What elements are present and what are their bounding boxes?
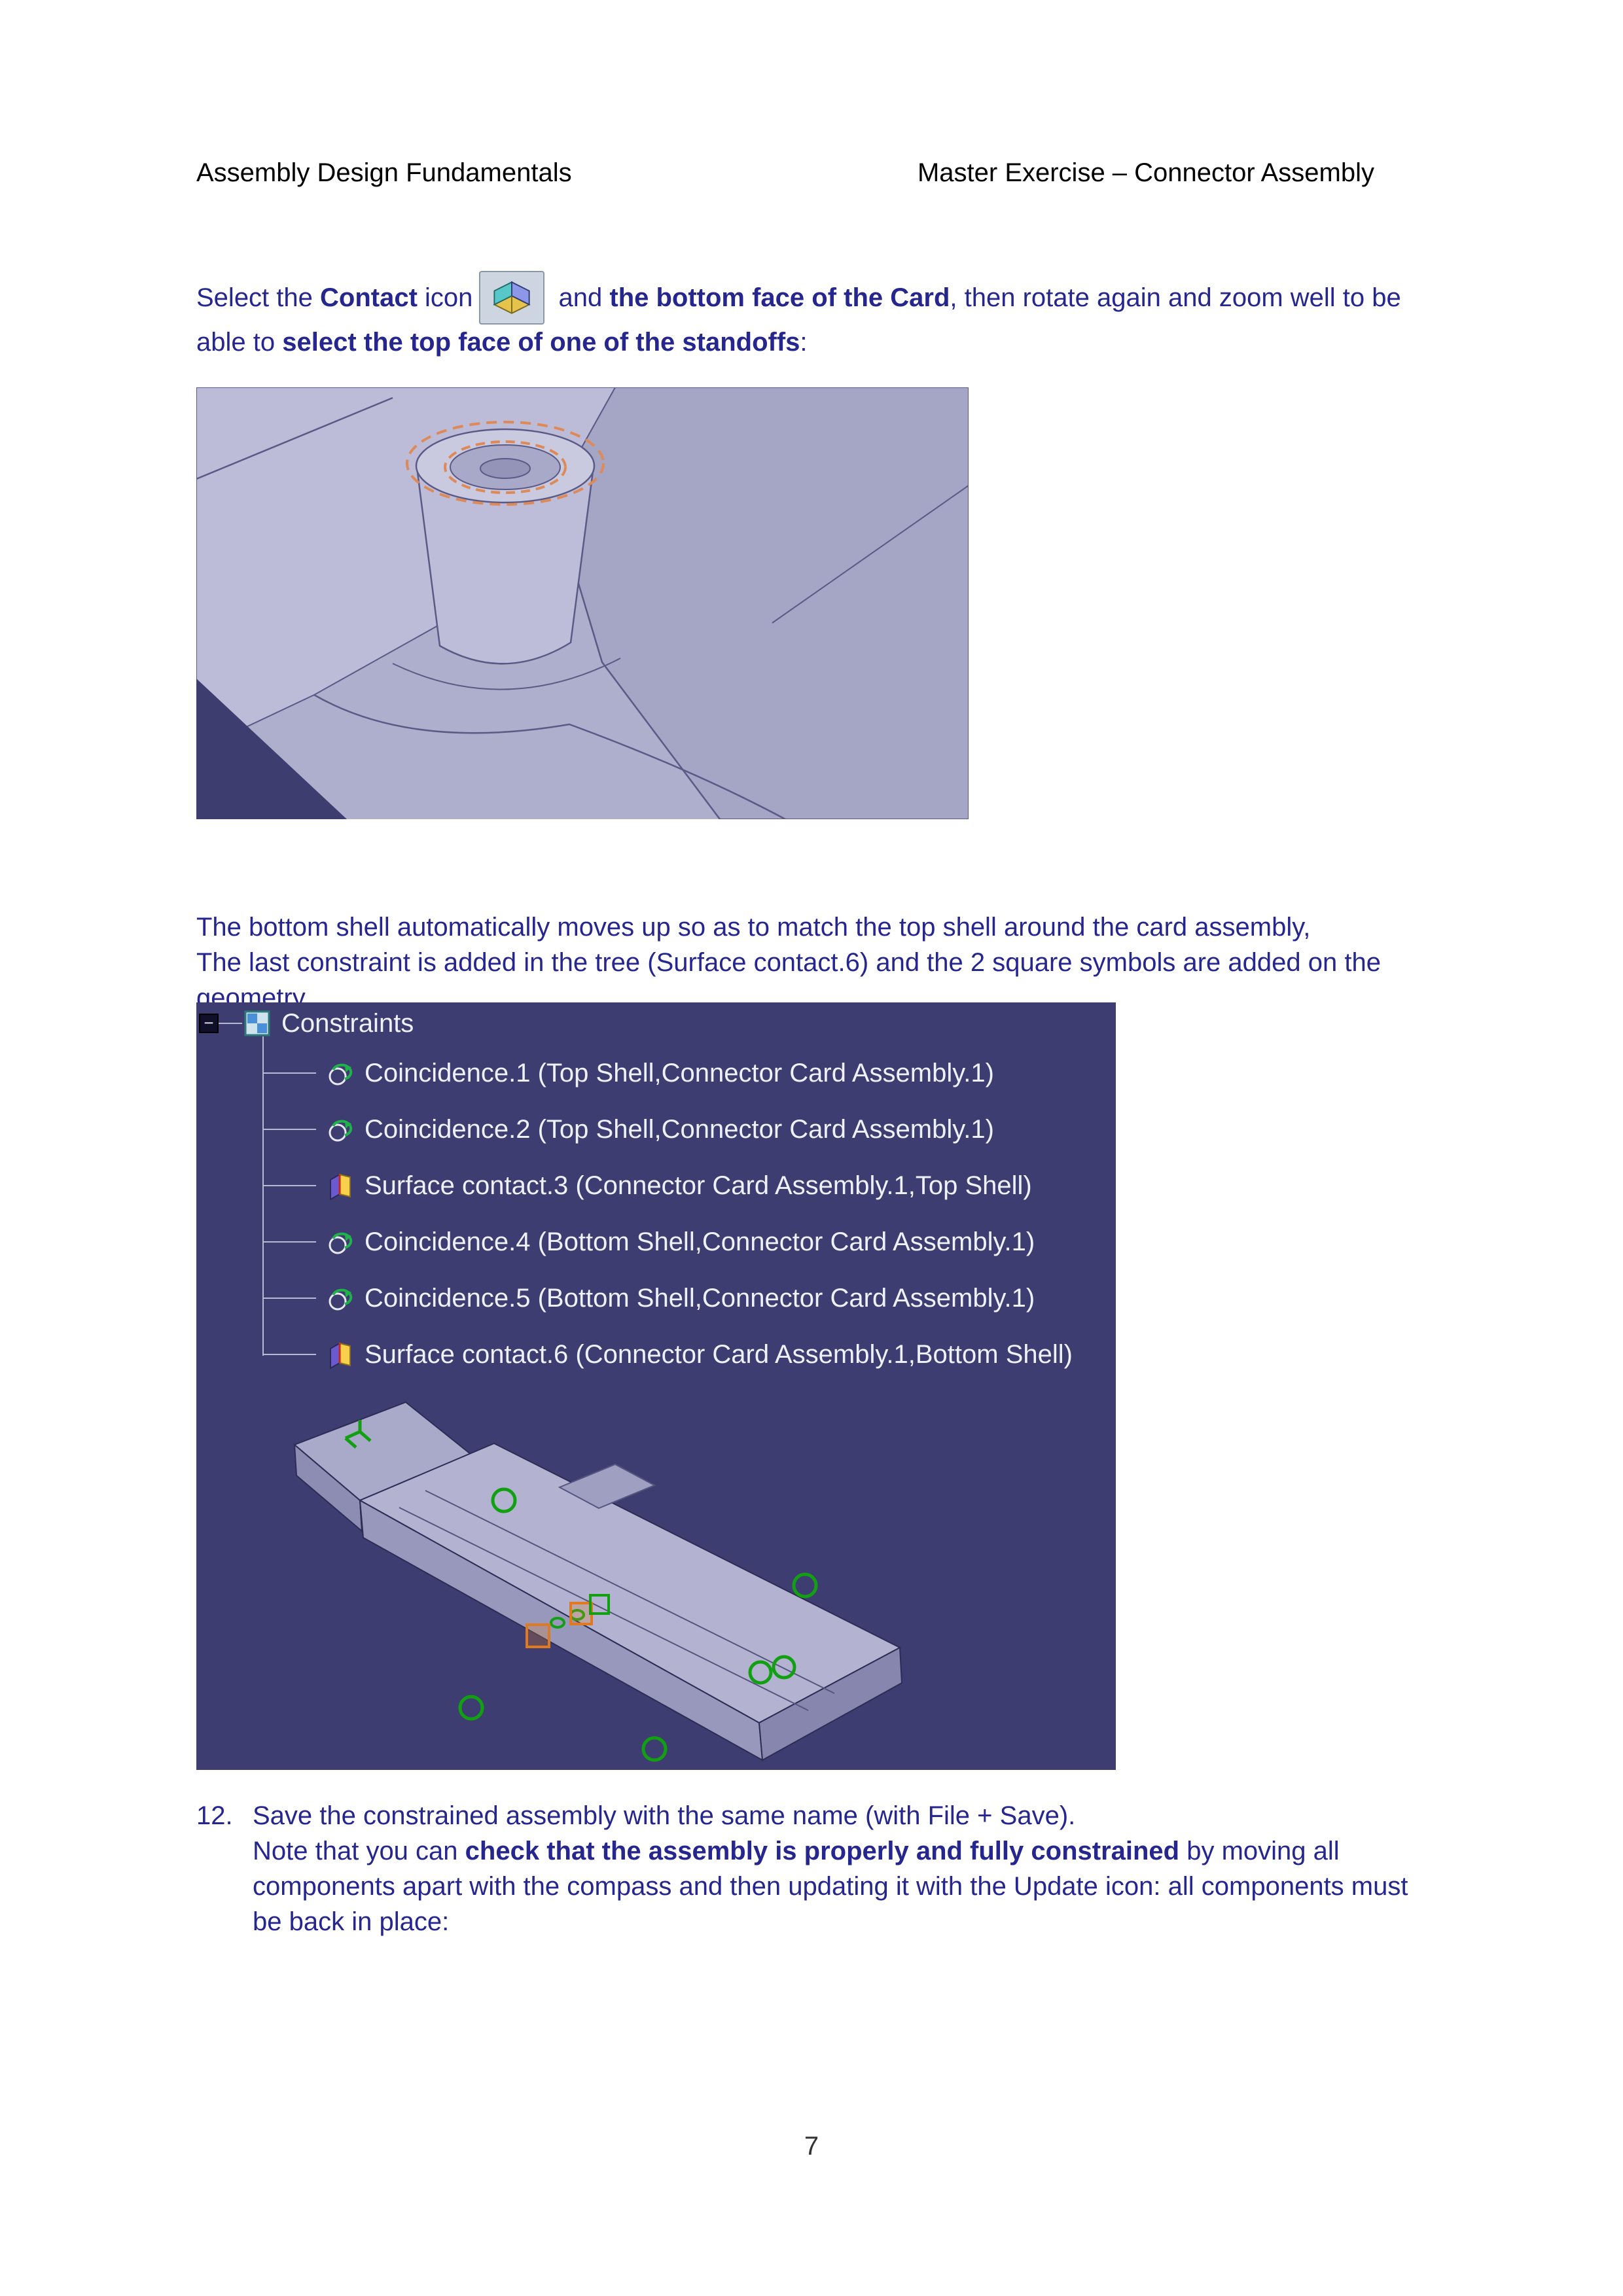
tree-trunk-line: [262, 1036, 264, 1356]
coincidence-icon: [325, 1114, 355, 1144]
standoff-closeup-screenshot: [196, 387, 969, 819]
assembly-3d-view: [196, 1366, 1116, 1770]
intro-text: Select the: [196, 283, 321, 312]
note-text: Note that you can: [253, 1837, 465, 1865]
intro-contact-bold: Contact: [320, 283, 418, 312]
page-number: 7: [804, 2132, 819, 2161]
note-text: components apart with the compass and th…: [253, 1872, 1408, 1901]
tree-branch-line: [262, 1241, 316, 1243]
header-right-title: Master Exercise – Connector Assembly: [917, 158, 1374, 187]
constraints-folder-icon: [242, 1008, 272, 1038]
tree-item-surface-contact-6: Surface contact.6 (Connector Card Assemb…: [262, 1334, 1073, 1375]
tree-branch-line: [262, 1129, 316, 1130]
tree-item-label: Coincidence.5 (Bottom Shell,Connector Ca…: [365, 1283, 1035, 1313]
tree-item-label: Surface contact.3 (Connector Card Assemb…: [365, 1171, 1032, 1200]
tree-item-coincidence-4: Coincidence.4 (Bottom Shell,Connector Ca…: [262, 1222, 1035, 1262]
contact-constraint-icon: [479, 271, 545, 325]
tree-branch-line: [262, 1072, 316, 1074]
intro-paragraph: Select the Contact icon and the bottom f…: [196, 271, 1616, 360]
tree-item-label: Coincidence.2 (Top Shell,Connector Card …: [365, 1114, 994, 1144]
tree-item-label: Surface contact.6 (Connector Card Assemb…: [365, 1339, 1073, 1369]
coincidence-icon: [325, 1283, 355, 1313]
tree-branch-line: [262, 1298, 316, 1299]
header-left-title: Assembly Design Fundamentals: [196, 158, 572, 187]
step-12-line1: 12. Save the constrained assembly with th…: [196, 1798, 1538, 1833]
note-text: be back in place:: [253, 1907, 450, 1936]
note-text: by moving all: [1179, 1837, 1340, 1865]
tree-root-constraints: − Constraints: [199, 1006, 414, 1040]
step-12: 12. Save the constrained assembly with th…: [196, 1798, 1538, 1939]
step-12-note: Note that you can check that the assembl…: [196, 1833, 1538, 1939]
intro-text: :: [800, 328, 808, 357]
step-12-text: Save the constrained assembly with the s…: [253, 1801, 1076, 1830]
tree-item-label: Coincidence.4 (Bottom Shell,Connector Ca…: [365, 1227, 1035, 1256]
coincidence-icon: [325, 1058, 355, 1088]
tree-item-coincidence-2: Coincidence.2 (Top Shell,Connector Card …: [262, 1109, 994, 1150]
intro-text: able to: [196, 328, 283, 357]
shell-note-line1: The bottom shell automatically moves up …: [196, 913, 1311, 942]
standoff-3d-view: [196, 387, 969, 819]
intro-card-bold: the bottom face of the Card: [609, 283, 950, 312]
constraints-tree-screenshot: − Constraints Coincidence.1: [196, 1002, 1116, 1770]
intro-text: and: [551, 283, 610, 312]
step-12-number: 12.: [196, 1801, 233, 1830]
intro-text: icon: [417, 283, 473, 312]
tree-expander-icon: −: [199, 1014, 219, 1033]
tree-item-surface-contact-3: Surface contact.3 (Connector Card Assemb…: [262, 1165, 1032, 1206]
page-header: Assembly Design Fundamentals Master Exer…: [196, 158, 1374, 188]
tree-item-coincidence-5: Coincidence.5 (Bottom Shell,Connector Ca…: [262, 1278, 1035, 1318]
tree-branch-line: [262, 1185, 316, 1186]
tree-branch-line: [262, 1354, 316, 1355]
note-bold-text: check that the assembly is properly and …: [465, 1837, 1180, 1865]
tree-root-link-line: [219, 1023, 242, 1024]
tree-item-coincidence-1: Coincidence.1 (Top Shell,Connector Card …: [262, 1053, 994, 1093]
coincidence-icon: [325, 1227, 355, 1257]
surface-contact-icon: [325, 1339, 355, 1369]
shell-note-line2: The last constraint is added in the tree…: [196, 948, 1381, 977]
shell-note-paragraph: The bottom shell automatically moves up …: [196, 910, 1577, 1016]
tree-root-label: Constraints: [281, 1008, 414, 1038]
surface-contact-icon: [325, 1171, 355, 1201]
intro-standoffs-bold: select the top face of one of the stando…: [282, 328, 800, 357]
intro-text: , then rotate again and zoom well to be: [950, 283, 1401, 312]
tree-item-label: Coincidence.1 (Top Shell,Connector Card …: [365, 1058, 994, 1087]
